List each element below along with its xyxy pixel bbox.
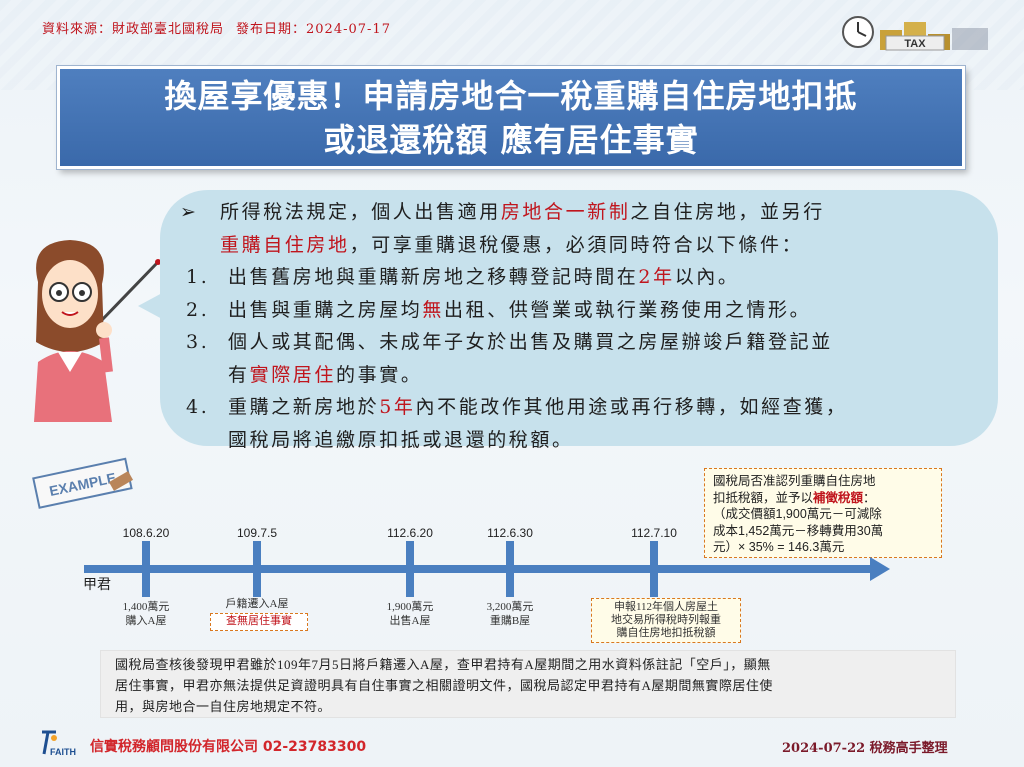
- timeline-tick: [406, 541, 414, 597]
- filing-event-box: 申報112年個人房屋土 地交易所得稅時列報重 購自住房地扣抵稅額: [591, 598, 741, 643]
- timeline-date: 108.6.20: [122, 526, 170, 540]
- timeline-event-label: 戶籍遷入A屋: [225, 598, 289, 610]
- page-title: 換屋享優惠！申請房地合一稅重購自住房地扣抵 或退還稅額 應有居住事實: [57, 66, 965, 169]
- timeline-event: 3,200萬元 重購B屋: [486, 601, 534, 627]
- faith-logo-text: FAITH: [50, 747, 76, 757]
- timeline-date: 112.7.10: [631, 526, 677, 540]
- teacher-pointer-icon: [34, 240, 161, 422]
- timeline-tick: [253, 541, 261, 597]
- timeline-tick: [506, 541, 514, 597]
- intro-line-2: 重購自住房地，可享重購退稅優惠，必須同時符合以下條件：: [220, 233, 804, 256]
- release-date: 發布日期：2024-07-17: [236, 22, 391, 37]
- timeline-arrow-icon: [870, 557, 890, 581]
- arrow-bullet-icon: ➢: [180, 201, 199, 223]
- title-line-1: 換屋享優惠！申請房地合一稅重購自住房地扣抵: [164, 76, 858, 115]
- source-line: 資料來源：財政部臺北國稅局發布日期：2024-07-17: [42, 18, 391, 37]
- tax-clock-coins-icon: TAX: [842, 16, 988, 51]
- title-line-2: 或退還稅額 應有居住事實: [323, 120, 699, 159]
- list-item-continuation: 國稅局將追繳原扣抵或退還的稅額。: [228, 428, 574, 451]
- timeline-event: 1,400萬元 購入A屋: [122, 601, 170, 627]
- company-info: 信實稅務顧問股份有限公司 02-23783300: [90, 739, 367, 755]
- list-item: 3. 個人或其配偶、未成年子女於出售及購買之房屋辦竣戶籍登記並: [186, 331, 833, 353]
- timeline-date: 112.6.30: [487, 526, 533, 540]
- speech-bubble: [160, 190, 998, 446]
- source-text: 資料來源：財政部臺北國稅局: [42, 22, 225, 37]
- timeline-tick: [650, 541, 658, 597]
- conditions-list: ➢ 所得稅法規定，個人出售適用房地合一新制之自住房地，並另行 重購自住房地，可享…: [180, 196, 990, 456]
- no-residence-badge: 查無居住事實: [210, 613, 308, 631]
- timeline-event: 1,900萬元 出售A屋: [386, 601, 434, 627]
- person-label: 甲君: [83, 578, 111, 593]
- summary-box: 國稅局查核後發現甲君雖於109年7月5日將戶籍遷入A屋，查甲君持有A屋期間之用水…: [100, 650, 956, 718]
- tax-callout-box: 國稅局否准認列重購自住房地 扣抵稅額，並予以補徵稅額： （成交價額1,900萬元…: [704, 468, 942, 558]
- timeline-date: 109.7.5: [236, 526, 278, 540]
- example-stamp-icon: EXAMPLE: [32, 457, 134, 509]
- timeline-date: 112.6.20: [387, 526, 433, 540]
- list-item: 2. 出售與重購之房屋均無出租、供營業或執行業務使用之情形。: [186, 298, 812, 321]
- tax-logo-text: TAX: [904, 38, 926, 50]
- timeline-axis: [84, 565, 874, 573]
- faith-logo-icon: FAITH: [42, 730, 76, 757]
- speech-bubble-tail: [138, 292, 164, 320]
- intro-line-1: ➢ 所得稅法規定，個人出售適用房地合一新制之自住房地，並另行: [180, 196, 990, 229]
- footer-compiled-by: 2024-07-22 稅務高手整理: [782, 741, 948, 756]
- list-item-continuation: 有實際居住的事實。: [228, 363, 423, 386]
- timeline-tick: [142, 541, 150, 597]
